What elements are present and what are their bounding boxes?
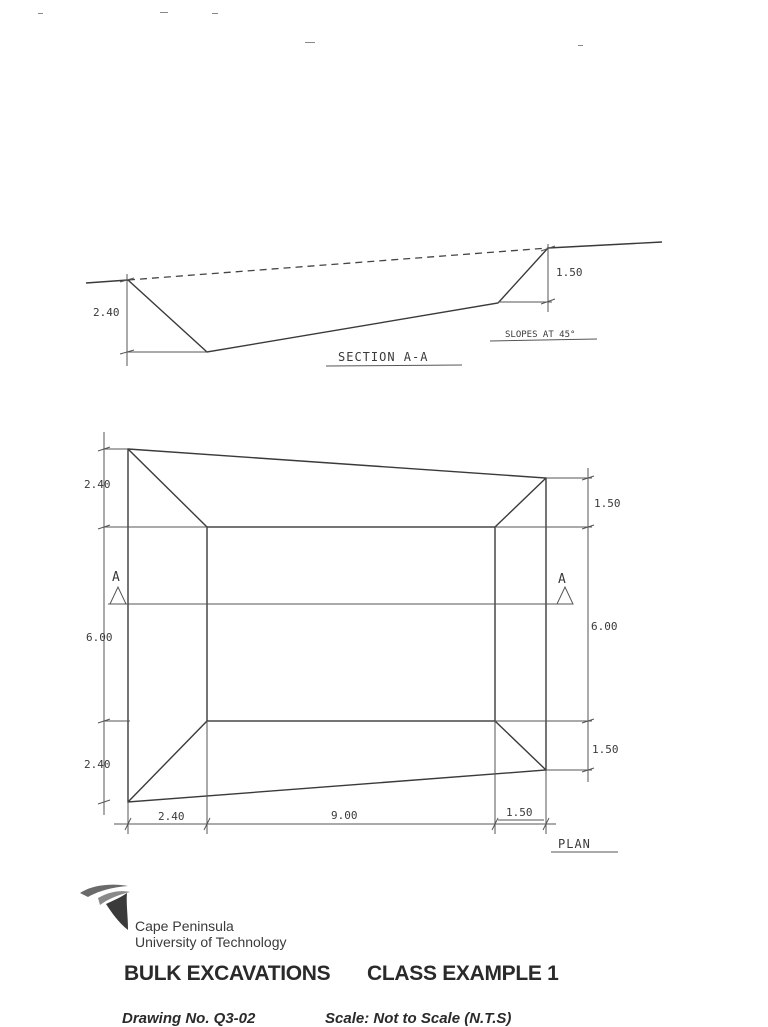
university-logo-icon bbox=[80, 884, 130, 930]
slope-note: SLOPES AT 45° bbox=[505, 330, 575, 340]
ground-line-left bbox=[85, 279, 129, 284]
left-dim-bottom: 2.40 bbox=[84, 758, 111, 771]
right-dim-bottom: 1.50 bbox=[592, 743, 619, 756]
bottom-dim-left: 2.40 bbox=[158, 810, 185, 823]
slope-corner-line bbox=[494, 720, 547, 771]
left-dim-middle: 6.00 bbox=[86, 631, 113, 644]
ground-line-dashed bbox=[127, 247, 549, 281]
right-dim-top: 1.50 bbox=[594, 497, 621, 510]
scan-speck bbox=[160, 12, 168, 13]
plan-view: A A 2.40 6.00 2.40 1.50 6.00 1.50 bbox=[84, 432, 621, 853]
scan-speck bbox=[305, 42, 315, 43]
plan-title: PLAN bbox=[558, 837, 591, 851]
section-title: SECTION A-A bbox=[338, 350, 428, 364]
section-left-depth: 2.40 bbox=[93, 306, 120, 319]
scan-speck bbox=[38, 13, 43, 14]
slope-corner-line bbox=[494, 477, 547, 528]
drawing-scale: Scale: Not to Scale (N.T.S) bbox=[325, 1010, 512, 1027]
sub-title: CLASS EXAMPLE 1 bbox=[367, 962, 559, 985]
section-marker-triangle-left bbox=[109, 585, 127, 605]
dim-tick bbox=[97, 799, 111, 805]
slope-note-underline bbox=[489, 338, 598, 342]
scan-speck bbox=[578, 45, 583, 46]
bottom-dim-middle: 9.00 bbox=[331, 809, 358, 822]
left-dim-top: 2.40 bbox=[84, 478, 111, 491]
scan-speck bbox=[212, 13, 218, 14]
slope-corner-line bbox=[127, 720, 208, 803]
plan-inner-base bbox=[206, 526, 496, 722]
excavation-profile bbox=[127, 247, 549, 353]
plan-outer-boundary bbox=[127, 448, 547, 803]
section-right-depth: 1.50 bbox=[556, 266, 583, 279]
section-title-underline bbox=[325, 364, 463, 367]
main-title: BULK EXCAVATIONS bbox=[124, 962, 331, 985]
dim-tick bbox=[119, 277, 135, 283]
drawing-number: Drawing No. Q3-02 bbox=[122, 1010, 256, 1027]
right-dim-middle: 6.00 bbox=[591, 620, 618, 633]
section-marker-left: A bbox=[112, 570, 120, 585]
section-view: 2.40 1.50 SLOPES AT 45° SECTION A-A bbox=[85, 241, 663, 367]
bottom-dim-right: 1.50 bbox=[506, 806, 533, 819]
section-marker-triangle-right bbox=[556, 585, 574, 605]
logo-line-1: Cape Peninsula bbox=[135, 918, 234, 934]
logo-line-2: University of Technology bbox=[135, 934, 287, 950]
ground-line-right bbox=[547, 241, 663, 249]
dim-tick bbox=[540, 245, 556, 252]
section-marker-right: A bbox=[558, 572, 566, 587]
slope-corner-line bbox=[127, 448, 208, 528]
